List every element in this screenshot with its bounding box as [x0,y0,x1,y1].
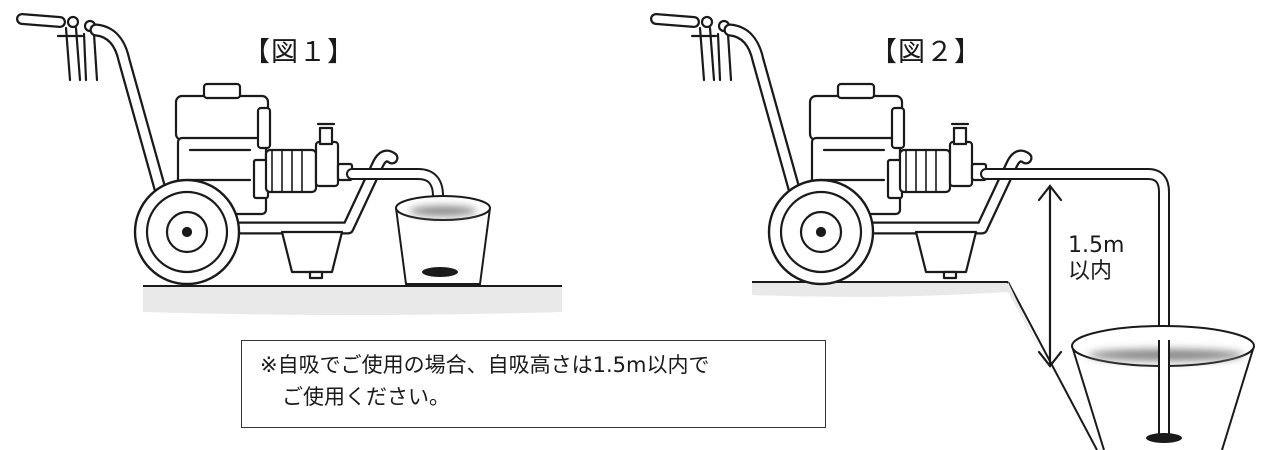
figure-2-title: 【図２】 [870,37,982,68]
bucket-1 [395,195,491,285]
height-label: 1.5m 以内 [1068,233,1138,285]
bucket-2 [1071,325,1255,450]
figure-1 [22,17,562,315]
note-line-1: ※自吸でご使用の場合、自吸高さは1.5m以内で [260,353,710,377]
height-limit: 以内 [1068,259,1113,284]
note-line-2: ご使用ください。 [282,385,450,409]
figure-2 [656,17,1255,450]
ground-1 [143,285,562,315]
caution-note: ※自吸でご使用の場合、自吸高さは1.5m以内で ご使用ください。 [241,340,826,428]
height-arrow [1037,184,1063,368]
height-value: 1.5m [1068,233,1125,258]
figure-1-title: 【図１】 [243,37,355,68]
ground-2 [752,281,1098,450]
suction-hose-2 [980,168,1170,440]
water-surface-1 [409,206,477,216]
